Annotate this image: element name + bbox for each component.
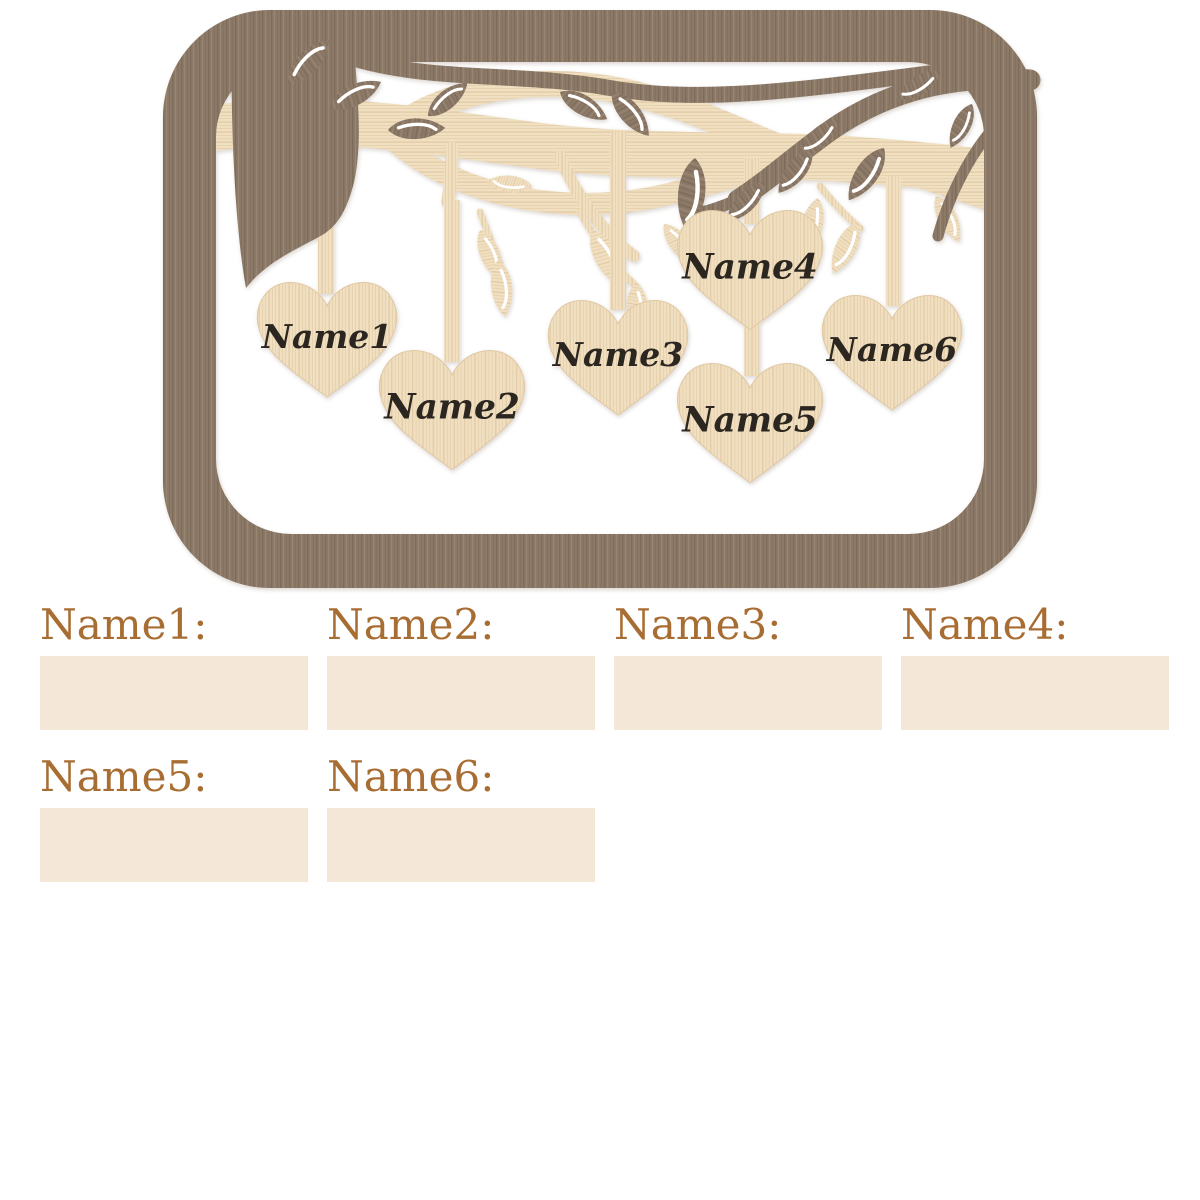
name3-field-group: Name3: xyxy=(614,600,882,731)
name4-field-group: Name4: xyxy=(901,600,1169,731)
name3-label: Name3: xyxy=(614,600,782,649)
name5-label: Name5: xyxy=(40,752,208,802)
heart-name-3: Name3 xyxy=(552,335,683,374)
name5-field-group: Name5: xyxy=(40,752,308,883)
leaf-icon xyxy=(817,217,874,279)
walnut-frame-and-branch xyxy=(163,10,1041,588)
personalization-form: Name1: Name2: Name3: Name4: Name5: Name6 xyxy=(0,600,1200,883)
heart-plaque: Name4 xyxy=(677,210,823,331)
name2-field-group: Name2: xyxy=(327,600,595,731)
heart-plaque: Name5 xyxy=(677,363,823,484)
name6-input[interactable] xyxy=(327,808,595,883)
trunk xyxy=(231,20,359,288)
name6-field-group: Name6: xyxy=(327,752,595,883)
family-tree-sign-preview: Name1 Name2 Name3 Name4 Name5 xyxy=(163,10,1041,588)
heart-plaques: Name1 Name2 Name3 Name4 Name5 xyxy=(256,210,963,484)
name4-input[interactable] xyxy=(901,656,1169,731)
heart-name-4: Name4 xyxy=(681,248,818,288)
family-tree-sign: Name1 Name2 Name3 Name4 Name5 xyxy=(163,10,1041,588)
name3-input[interactable] xyxy=(614,656,882,731)
heart-plaque: Name3 xyxy=(547,300,689,416)
name1-label: Name1: xyxy=(40,600,208,649)
name5-input[interactable] xyxy=(40,808,308,883)
heart-name-1: Name1 xyxy=(261,317,392,356)
name2-input[interactable] xyxy=(327,656,595,731)
heart-name-6: Name6 xyxy=(826,330,957,369)
name-fields-grid: Name1: Name2: Name3: Name4: Name5: Name6 xyxy=(40,600,1200,883)
heart-plaque: Name6 xyxy=(821,295,963,411)
heart-name-2: Name2 xyxy=(383,388,520,428)
name1-field-group: Name1: xyxy=(40,600,308,731)
name4-label: Name4: xyxy=(901,600,1069,649)
heart-strings xyxy=(318,132,901,376)
name6-label: Name6: xyxy=(327,752,495,802)
name2-label: Name2: xyxy=(327,600,495,649)
name1-input[interactable] xyxy=(40,656,308,731)
heart-name-5: Name5 xyxy=(681,401,818,441)
heart-plaque: Name1 xyxy=(256,282,398,398)
heart-plaque: Name2 xyxy=(379,350,525,471)
